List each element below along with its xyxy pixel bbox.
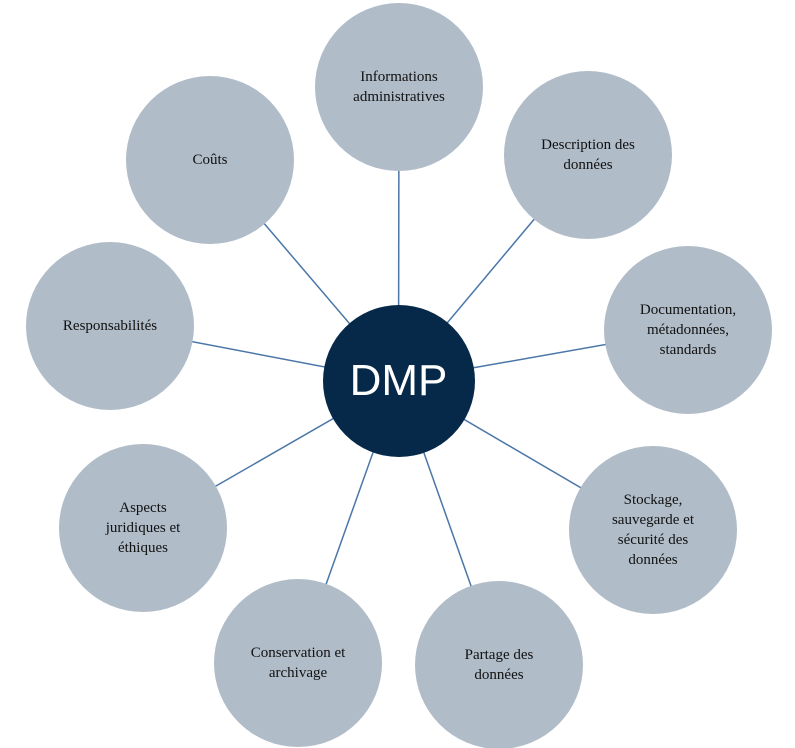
node-stockage: Stockage, sauvegarde et sécurité des don… <box>569 446 737 614</box>
node-label: Coûts <box>192 152 228 168</box>
node-label: Responsabilités <box>62 318 158 334</box>
node-documentation: Documentation, métadonnées, standards <box>604 246 772 414</box>
node-label: Stockage, sauvegarde et sécurité des don… <box>611 492 695 568</box>
center-node-dmp: DMP <box>322 305 475 457</box>
node-label: Description des données <box>541 137 635 173</box>
node-label: Conservation et archivage <box>250 645 346 681</box>
center-label: DMP <box>349 356 448 405</box>
node-responsabilites: Responsabilités <box>26 242 194 410</box>
node-partage: Partage des données <box>415 581 583 748</box>
node-label: Aspects juridiques et éthiques <box>105 500 181 556</box>
node-conservation: Conservation et archivage <box>214 579 382 747</box>
node-label: Documentation, métadonnées, standards <box>639 302 737 358</box>
node-label: Informations administratives <box>353 69 445 105</box>
node-aspects-juridiques: Aspects juridiques et éthiques <box>59 444 227 612</box>
node-couts: Coûts <box>126 76 294 244</box>
node-description-donnees: Description des données <box>504 71 672 239</box>
node-label: Partage des données <box>464 647 534 683</box>
node-informations-administratives: Informations administratives <box>315 3 483 171</box>
